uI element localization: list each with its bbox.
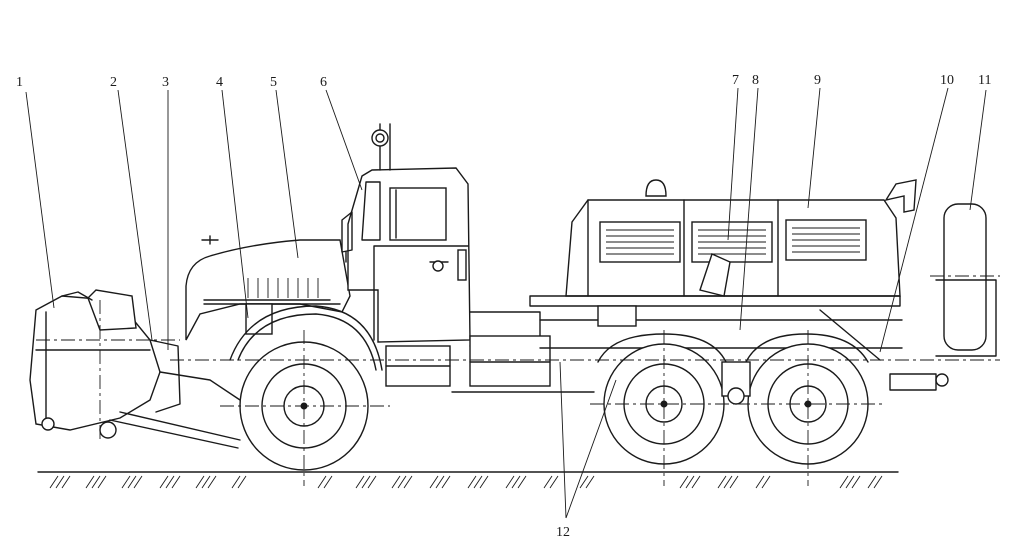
callout-11: 11 (978, 73, 991, 88)
vent-grille-right (785, 219, 867, 261)
callout-10: 10 (940, 73, 954, 88)
callout-3: 3 (162, 75, 169, 90)
callout-12: 12 (556, 525, 570, 540)
vent-grille-left (599, 221, 681, 263)
spare-wheel (889, 203, 997, 391)
rear-module (529, 179, 917, 327)
callout-1: 1 (16, 75, 23, 90)
callout-labels: 1 2 3 4 5 6 7 8 9 10 11 12 (16, 73, 991, 540)
callout-7: 7 (732, 73, 739, 88)
callout-9: 9 (814, 73, 821, 88)
cab (341, 123, 471, 387)
front-fender (229, 305, 383, 371)
front-plough (29, 289, 241, 449)
vent-grille-middle (691, 221, 773, 263)
callout-8: 8 (752, 73, 759, 88)
callout-6: 6 (320, 75, 327, 90)
callout-5: 5 (270, 75, 277, 90)
callout-2: 2 (110, 75, 117, 90)
hood (185, 235, 351, 341)
axle-hub (721, 361, 751, 405)
chassis-frame (451, 311, 903, 393)
callout-4: 4 (216, 75, 223, 90)
leader-lines (25, 87, 987, 519)
center-lines (36, 275, 1000, 486)
ground (37, 471, 899, 489)
